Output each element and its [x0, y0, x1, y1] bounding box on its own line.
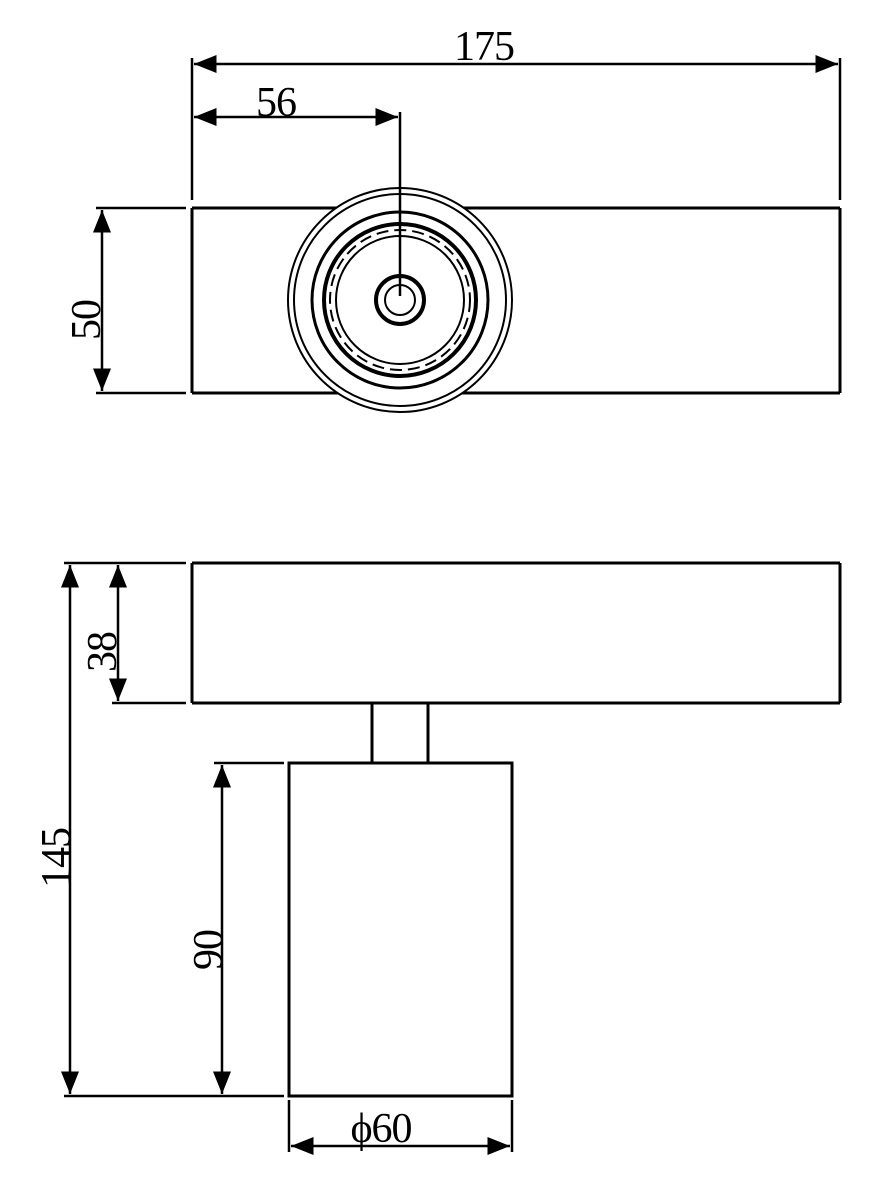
- dim-overall-width: 175: [190, 24, 842, 200]
- dim-overall-height: 145: [34, 561, 284, 1098]
- dim-depth: 50: [64, 206, 186, 395]
- head-diameter-label: ϕ60: [350, 1106, 411, 1152]
- head-height-label: 90: [186, 930, 232, 970]
- top-view-spot-head: [287, 187, 513, 413]
- side-view: 145 38 90 ϕ60: [34, 561, 842, 1155]
- top-view-track-body: [190, 206, 842, 395]
- depth-label: 50: [64, 300, 110, 340]
- dim-center-offset: 56: [194, 80, 402, 296]
- overall-height-label: 145: [34, 828, 80, 888]
- dim-track-height: 38: [80, 565, 186, 705]
- top-view: 175 56 50: [64, 24, 842, 413]
- dim-head-diameter: ϕ60: [287, 1100, 514, 1155]
- overall-width-label: 175: [454, 24, 514, 70]
- dim-head-height: 90: [186, 761, 284, 1094]
- side-view-track-body: [190, 561, 842, 705]
- track-height-label: 38: [80, 632, 126, 672]
- side-view-spot-head: [287, 761, 514, 1098]
- side-view-stem: [370, 703, 430, 763]
- center-offset-label: 56: [256, 80, 296, 126]
